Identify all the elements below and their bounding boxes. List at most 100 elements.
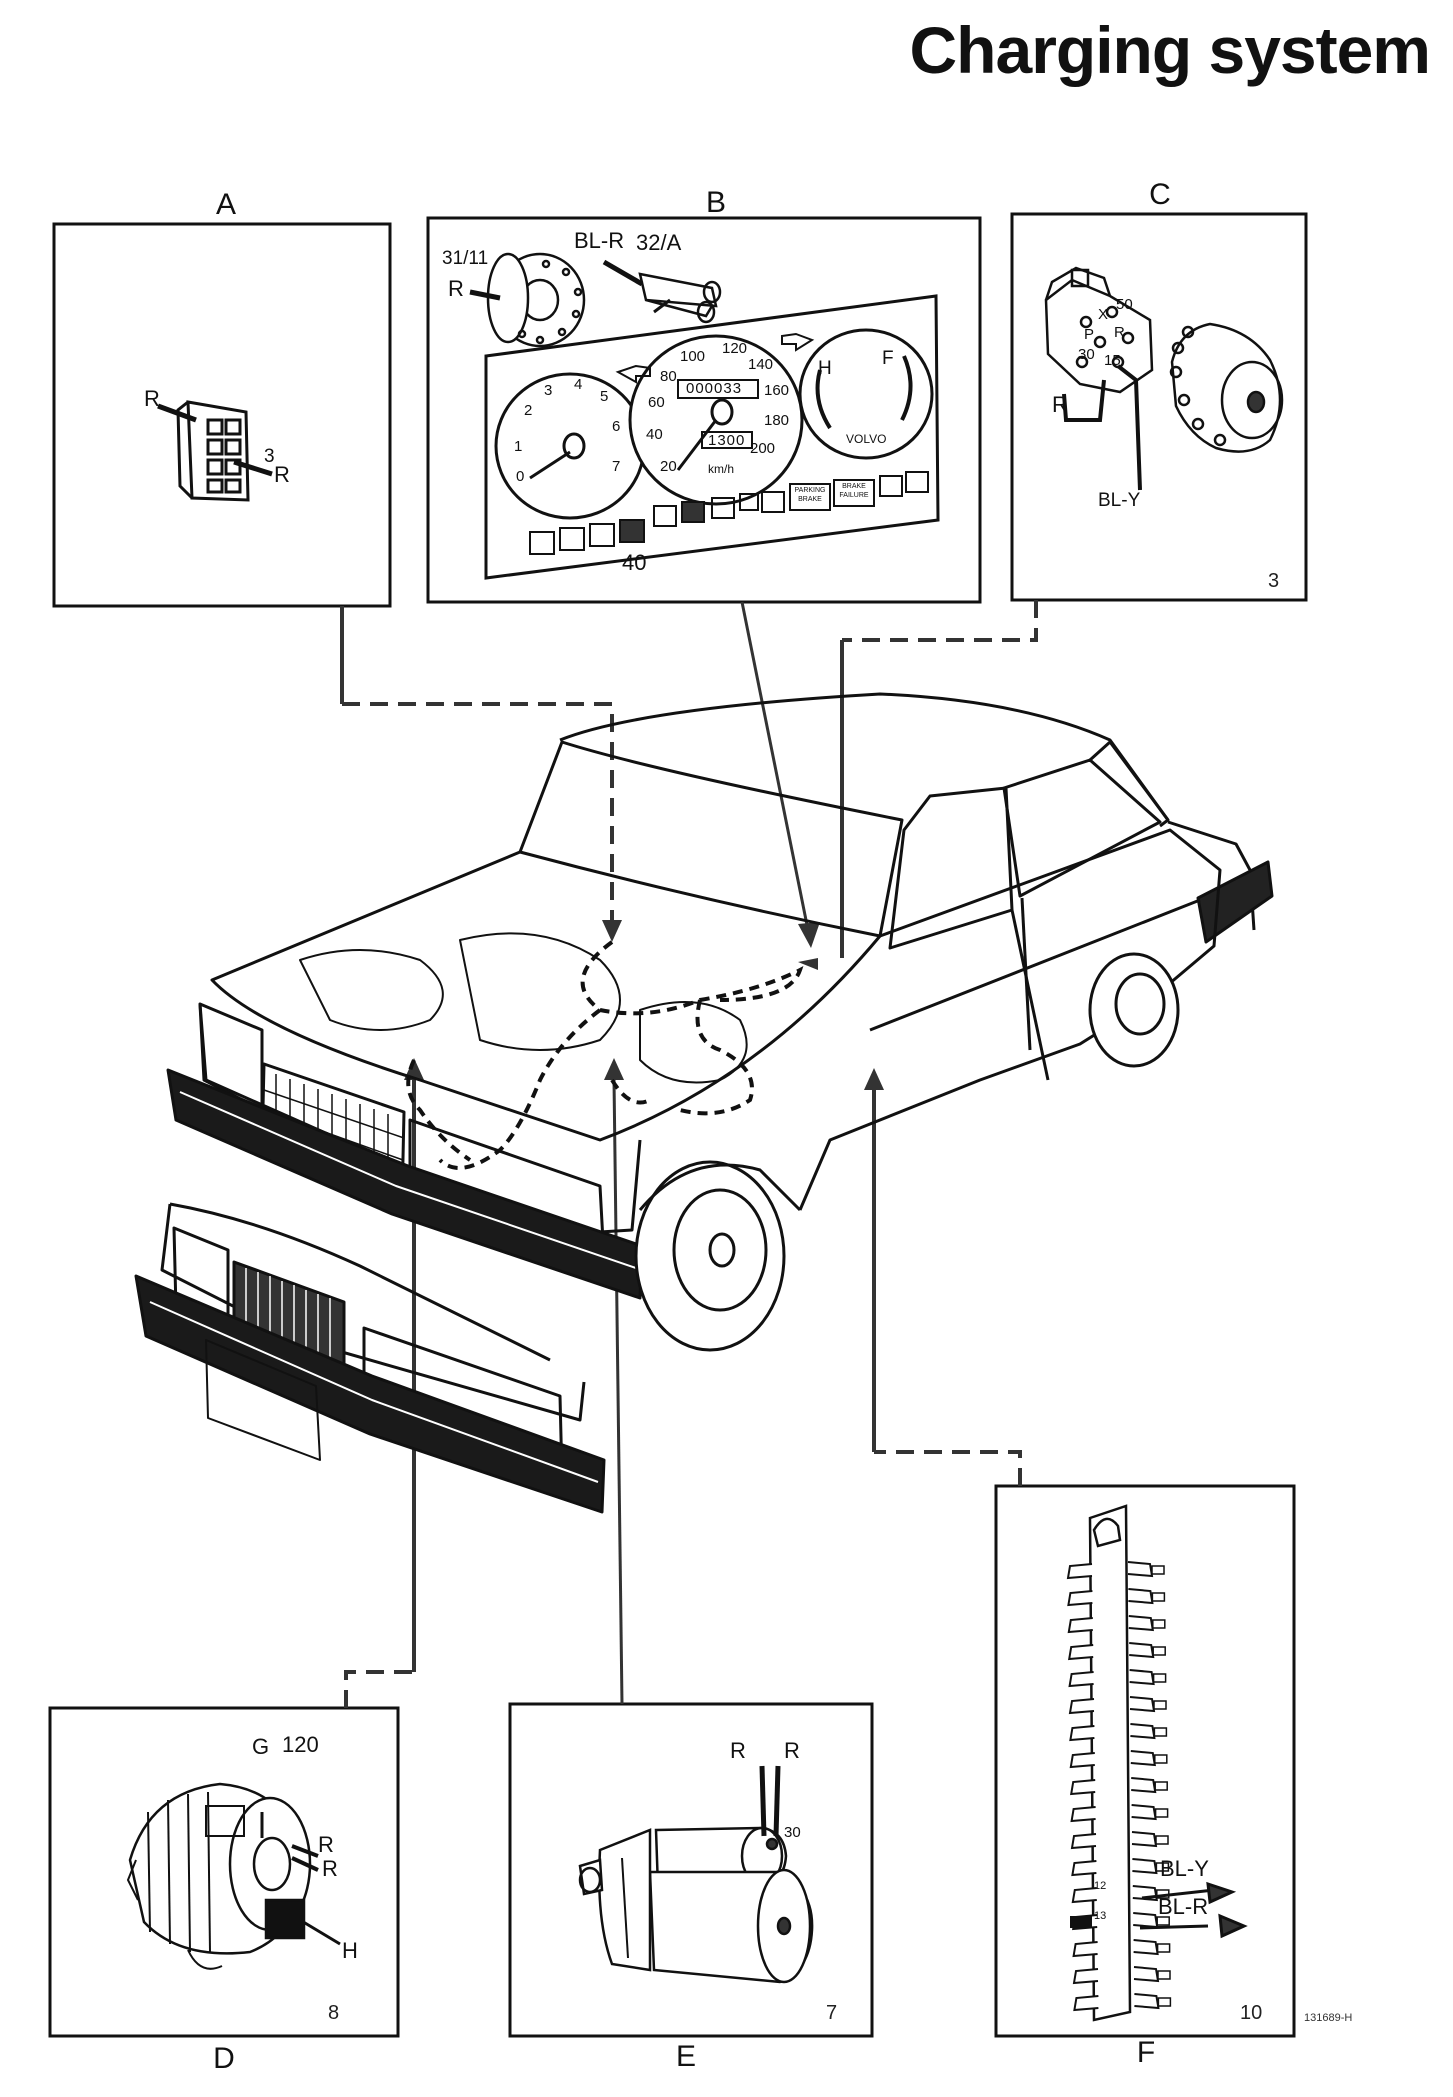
fuse-terminal-left xyxy=(1070,1833,1097,1850)
engine-detail-3 xyxy=(639,1001,748,1084)
fuse-terminal-right xyxy=(1131,1777,1157,1794)
speedo-tick-100: 100 xyxy=(680,348,706,365)
ignition-cylinder xyxy=(1170,322,1282,453)
car-side-line xyxy=(869,898,1201,1032)
panel-d-frame xyxy=(48,1706,400,2038)
panel-b-number: 40 xyxy=(622,550,647,575)
fuse-terminal-left xyxy=(1068,1644,1094,1661)
odometer-box xyxy=(677,379,759,399)
fuse-box xyxy=(1088,1504,1132,2022)
panel-f-wire-bly: BL-Y xyxy=(1160,1856,1209,1881)
fuse-terminal-left xyxy=(1068,1698,1095,1715)
fuse-terminal-tip xyxy=(1151,1592,1166,1602)
panel-d-letter: D xyxy=(213,2042,235,2075)
fuse-rows xyxy=(1066,1561,1172,2012)
fuse-terminal-right xyxy=(1128,1588,1154,1605)
panel-e-terminal: 30 xyxy=(784,1824,801,1841)
ignition-terminal-x: X xyxy=(1098,306,1109,323)
fuse-terminal-left xyxy=(1068,1671,1094,1688)
speed-unit: km/h xyxy=(708,462,735,476)
speedo-tick-40: 40 xyxy=(646,426,663,443)
connector-lines xyxy=(340,600,1038,1708)
panel-b-connector-right-wire: BL-R xyxy=(574,228,625,253)
fuse-terminal-left xyxy=(1073,1995,1099,2012)
car-rear-side-window xyxy=(1002,758,1162,898)
ignition-terminal-p: P xyxy=(1084,326,1095,343)
fuse-terminal-tip xyxy=(1151,1565,1165,1575)
ignition-terminal-50: 50 xyxy=(1116,296,1133,313)
fuse-terminal-tip xyxy=(1152,1646,1166,1656)
fuse-terminal-right xyxy=(1133,1966,1160,1983)
fuse-terminal-right xyxy=(1131,1831,1158,1848)
wiring-harness xyxy=(406,940,804,1170)
fuse-terminal-tip xyxy=(1154,1808,1169,1818)
panel-b-connector-right-code: 32/A xyxy=(636,230,682,255)
cluster-brand: VOLVO xyxy=(846,432,887,446)
fuse-terminal-tip xyxy=(1157,1970,1171,1980)
panel-a-wire-right: R xyxy=(274,462,290,487)
car-windshield xyxy=(518,740,904,938)
car-door-line-2 xyxy=(1020,897,1032,1051)
front-view-plate xyxy=(205,1339,321,1461)
panel-a-connector xyxy=(157,400,273,502)
page-title: Charging system xyxy=(909,13,1431,87)
panel-f-frame xyxy=(994,1484,1296,2038)
speedo-tick-80: 80 xyxy=(660,368,677,385)
voltage-regulator xyxy=(264,1898,306,1940)
panel-e-letter: E xyxy=(675,2040,696,2073)
car-hood xyxy=(210,850,882,1142)
fuse-terminal-tip xyxy=(1156,1916,1170,1926)
ignition-terminal-30: 30 xyxy=(1078,346,1095,363)
fuse-terminal-left xyxy=(1072,1968,1099,1985)
panel-b-connectors xyxy=(469,252,722,348)
panel-e-frame xyxy=(508,1702,874,2038)
panel-a-letter: A xyxy=(215,188,236,221)
panel-d-wire-r1: R xyxy=(318,1832,334,1857)
fuse-terminal-right xyxy=(1133,1939,1159,1956)
panel-d-label-120: 120 xyxy=(282,1732,319,1757)
panel-d-label-g: G xyxy=(252,1734,270,1759)
engine-detail-1 xyxy=(299,949,444,1031)
panel-e-number: 7 xyxy=(826,2002,838,2024)
bullet-connector xyxy=(638,272,718,308)
panel-b-connector-left-wire: R xyxy=(448,276,464,301)
fuse-terminal-right xyxy=(1134,1993,1160,2010)
car-door-line-1 xyxy=(1010,909,1050,1081)
panel-a-wire-left: R xyxy=(144,386,160,411)
fuse-terminal-left xyxy=(1069,1752,1095,1769)
fuse-terminal-tip xyxy=(1155,1835,1169,1845)
panel-a-frame xyxy=(52,222,392,608)
temp-fuel-gauge xyxy=(798,328,934,460)
fuse-terminal-left xyxy=(1066,1563,1093,1580)
front-view-bumper-line xyxy=(149,1301,599,1483)
alternator xyxy=(126,1782,341,1970)
car-bumper-highlight xyxy=(179,1091,637,1269)
engine-detail-2 xyxy=(459,932,621,1051)
speedo-tick-160: 160 xyxy=(764,382,790,399)
warning-parking-brake: PARKING BRAKE xyxy=(794,487,826,503)
speedo-tick-200: 200 xyxy=(750,440,776,457)
fuse-terminal-right xyxy=(1133,1912,1159,1929)
car-front-hub xyxy=(672,1188,768,1312)
car-front-hub-center xyxy=(708,1232,736,1268)
fuse-terminal-tip xyxy=(1153,1700,1167,1710)
panel-a-pin: 3 xyxy=(264,446,275,467)
car-rear-bumper xyxy=(1196,860,1274,944)
car-front-fender xyxy=(638,1163,802,1212)
temp-gauge-h: H xyxy=(818,358,832,379)
tacho-tick-3: 3 xyxy=(544,382,553,399)
fuse-box-arrows xyxy=(1139,1881,1248,1939)
tacho-tick-7: 7 xyxy=(612,458,621,475)
panel-c-wire-bly: BL-Y xyxy=(1098,490,1141,511)
fuse-terminal-right xyxy=(1132,1858,1158,1875)
fuse-13-label: 13 xyxy=(1094,1910,1107,1922)
ignition-terminal-r: R xyxy=(1114,324,1125,341)
fuse-terminal-right xyxy=(1130,1750,1156,1767)
fuse-terminal-right xyxy=(1131,1804,1157,1821)
car-roof xyxy=(559,692,1170,821)
fuse-terminal-left xyxy=(1069,1725,1095,1742)
fuse-terminal-tip xyxy=(1157,1997,1172,2007)
left-indicator-arrow xyxy=(615,364,651,384)
panel-c-frame xyxy=(1010,212,1308,602)
